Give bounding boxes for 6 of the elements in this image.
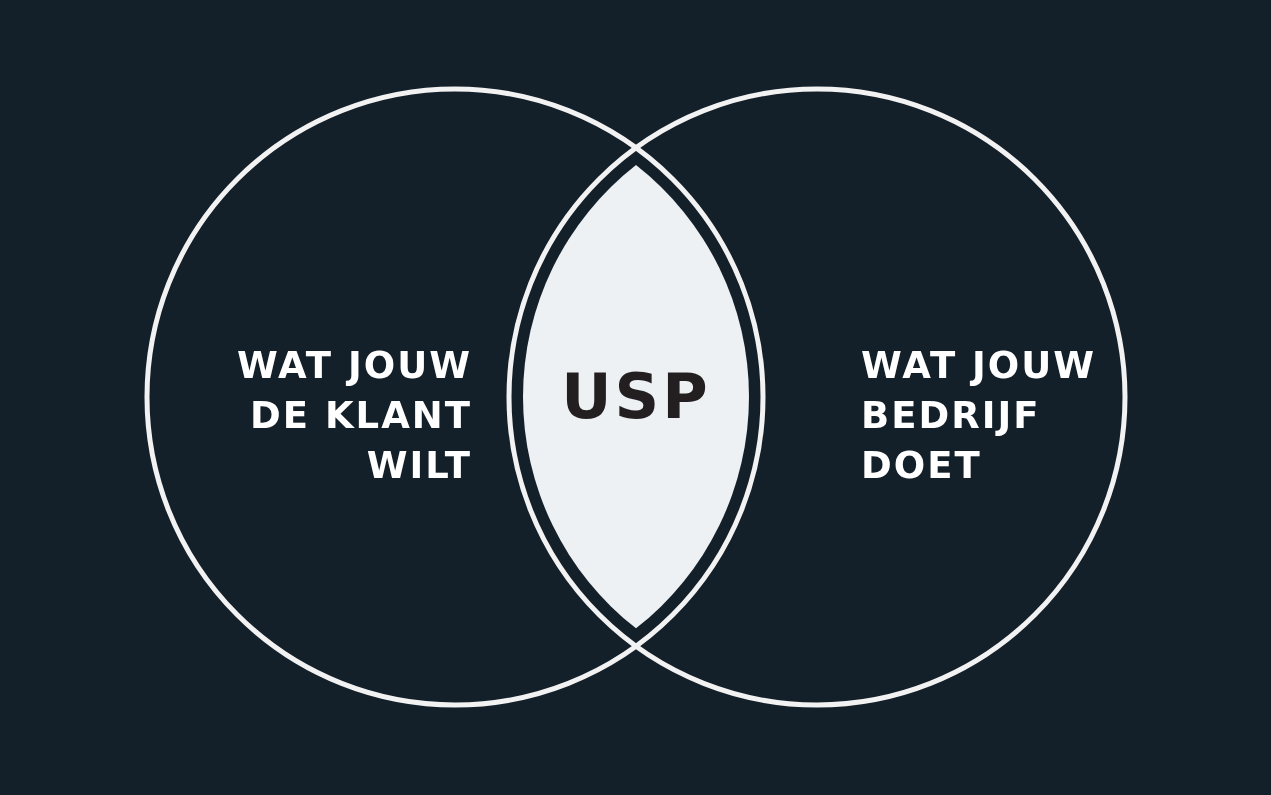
overlap-lens [523,165,749,629]
circle-label: WAT JOUW BEDRIJF DOET [861,343,1098,489]
venn-circle [144,86,766,708]
venn-circle [506,86,1128,708]
circle-label: WAT JOUW DE KLANT WILT [235,343,472,489]
overlap-label: USP [560,359,712,435]
